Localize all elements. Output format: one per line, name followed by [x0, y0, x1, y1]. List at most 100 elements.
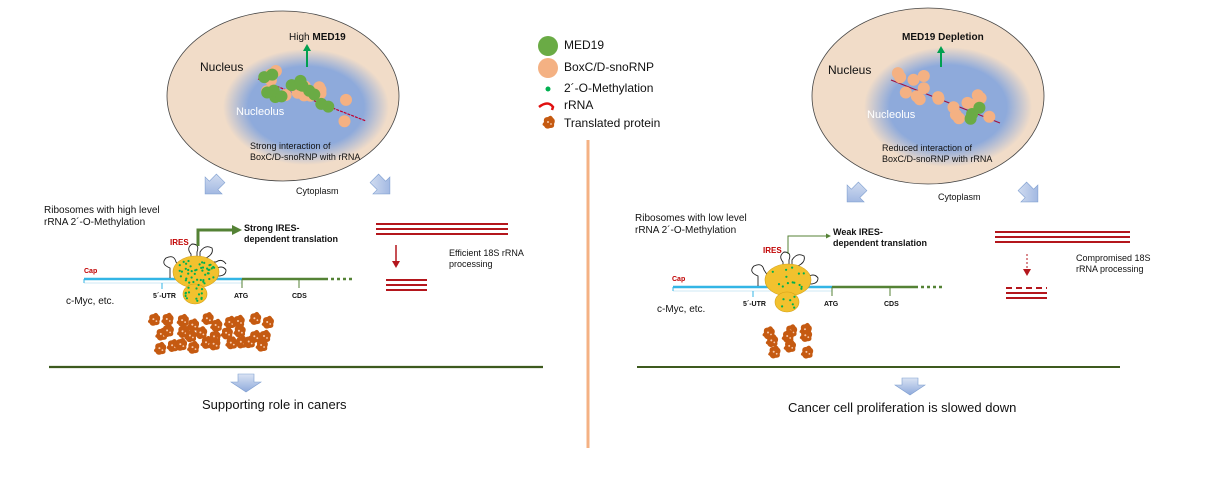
methylation-dot — [185, 262, 188, 265]
methylation-dot — [184, 267, 187, 270]
med19-particle — [308, 88, 321, 101]
snornp-particle — [917, 82, 930, 95]
right-atg-label: ATG — [824, 301, 839, 308]
methylation-dot — [185, 277, 188, 280]
left-interaction-text-1: Strong interaction of — [250, 141, 331, 151]
left-atg-label: ATG — [234, 293, 249, 300]
left-gene-label: c-Myc, etc. — [66, 296, 115, 307]
protein-icon — [248, 311, 262, 325]
med19-particle — [275, 90, 288, 103]
left-nucleus — [166, 10, 400, 182]
methylation-dot — [202, 280, 205, 283]
left-interaction-text-2: BoxC/D-snoRNP with rRNA — [250, 152, 361, 162]
right-gene-label: c-Myc, etc. — [657, 304, 706, 315]
med19-particle — [973, 101, 986, 114]
right-cds-label: CDS — [884, 301, 899, 308]
methylation-dot — [207, 272, 210, 275]
methylation-dot — [210, 267, 213, 270]
left-up-arrow-head — [303, 44, 311, 51]
protein-icon — [800, 345, 814, 359]
legend-label-med19: MED19 — [564, 38, 605, 52]
right-arrow-down-right — [1017, 181, 1039, 203]
methylation-dot — [187, 291, 191, 294]
right-cytoplasm-label: Cytoplasm — [938, 192, 981, 202]
right-utr-label: 5´-UTR — [743, 301, 766, 308]
left-processing-text-1: Efficient 18S rRNA — [449, 248, 524, 258]
right-processing-text-1: Compromised 18S — [1076, 253, 1151, 263]
methylation-dot — [178, 264, 181, 267]
protein-icon — [147, 312, 161, 326]
right-med19-status: MED19 Depletion — [902, 32, 984, 43]
snornp-particle — [913, 93, 926, 106]
methylation-dot — [204, 273, 207, 276]
snornp-particle — [983, 110, 996, 123]
methylation-dot — [793, 306, 796, 309]
right-nucleolus-label: Nucleolus — [867, 109, 916, 121]
snornp-particle — [947, 101, 960, 114]
methylation-dot — [782, 298, 785, 301]
methylation-dot — [213, 266, 216, 269]
methylation-dot — [195, 297, 198, 300]
methylation-dot — [791, 266, 794, 269]
methylation-dot — [781, 285, 784, 288]
right-interaction-text-1: Reduced interaction of — [882, 143, 973, 153]
right-ribosome-large — [764, 263, 812, 297]
methylation-dot — [209, 263, 212, 266]
right-protein-cluster — [762, 322, 814, 359]
med19-particle — [258, 71, 271, 84]
methylation-dot — [208, 277, 211, 281]
right-rrna-processing — [995, 231, 1130, 299]
right-ires-label: IRES — [763, 246, 782, 255]
methylation-dot — [800, 287, 803, 290]
right-mrna — [672, 233, 945, 313]
med19-particle — [315, 97, 328, 110]
snornp-particle — [340, 93, 352, 106]
methylation-dot — [771, 270, 774, 273]
right-outcome-arrow — [894, 377, 926, 396]
methylation-dot — [200, 288, 204, 291]
left-rrna-processing — [376, 223, 508, 291]
snornp-particle — [338, 115, 351, 128]
methylation-dot — [201, 269, 204, 272]
right-ribosome-text-1: Ribosomes with low level — [635, 213, 747, 224]
left-mrna — [83, 225, 355, 305]
methylation-dot — [192, 280, 195, 284]
methylation-dot — [197, 283, 200, 287]
protein-icon — [542, 115, 555, 129]
med19-particle — [294, 74, 307, 87]
methylation-dot — [184, 279, 187, 282]
methylation-dot — [196, 278, 199, 281]
right-outcome-text: Cancer cell proliferation is slowed down — [788, 400, 1017, 415]
left-nucleolus-label: Nucleolus — [236, 106, 285, 118]
left-arrow-down-right — [369, 173, 391, 195]
legend-label-protein: Translated protein — [564, 116, 661, 130]
legend-icons — [538, 36, 558, 129]
protein-icon — [153, 341, 167, 355]
methylation-dot — [791, 281, 794, 284]
left-protein-cluster — [147, 311, 274, 355]
protein-icon — [768, 345, 781, 359]
methylation-dot — [196, 299, 199, 302]
methylation-dot — [187, 259, 190, 263]
right-translation-text-1: Weak IRES- — [833, 227, 883, 237]
left-ribosome-text-1: Ribosomes with high level — [44, 205, 160, 216]
snornp-particle — [932, 91, 945, 104]
right-interaction-text-2: BoxC/D-snoRNP with rRNA — [882, 154, 993, 164]
methylation-dot — [184, 294, 187, 298]
snornp-particle — [894, 71, 907, 84]
methylation-dot — [190, 276, 193, 279]
methylation-dot — [195, 268, 198, 271]
methylation-dot — [793, 295, 796, 298]
right-rrna-strand — [890, 79, 1001, 124]
left-ribosome-small — [182, 283, 208, 305]
methylation-dot — [201, 266, 205, 269]
left-outcome-arrow — [230, 373, 262, 393]
methylation-dot — [203, 282, 206, 285]
methylation-dot — [179, 275, 182, 278]
left-utr-label: 5´-UTR — [153, 293, 176, 300]
methylation-dot — [189, 265, 192, 268]
protein-icon — [261, 315, 274, 329]
left-cap-label: Cap — [84, 268, 98, 275]
methylation-dot — [785, 275, 788, 278]
